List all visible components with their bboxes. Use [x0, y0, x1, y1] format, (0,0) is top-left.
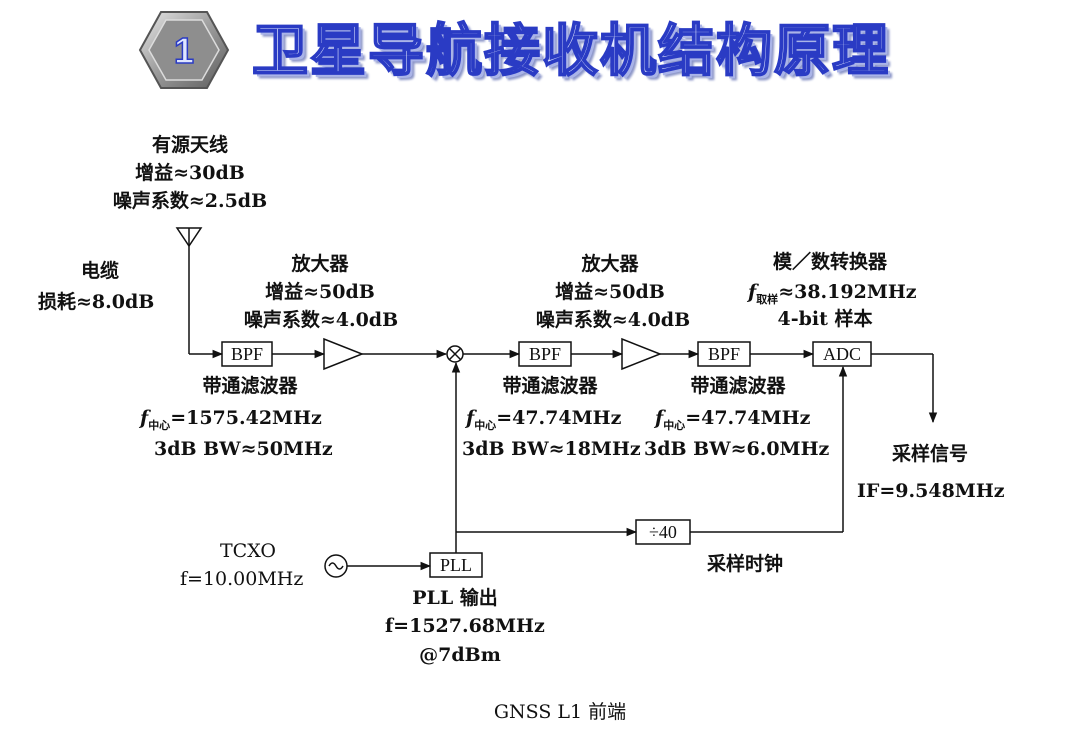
adc-label: ADC [822, 344, 861, 364]
bpf1-label: BPF [230, 344, 264, 364]
hexagon-badge-icon: 1 [138, 11, 230, 89]
antenna-noise-figure: 噪声系数≈2.5dB [112, 190, 268, 212]
pll-freq: f=1527.68MHz [385, 615, 545, 637]
figure-caption: GNSS L1 前端 [493, 701, 627, 723]
amplifier1-icon [323, 337, 365, 371]
mixer-icon [446, 345, 464, 363]
output-name: 采样信号 [891, 443, 968, 465]
bpf2-center-freq: f中心=47.74MHz [466, 407, 622, 432]
bpf3-name: 带通滤波器 [690, 375, 786, 397]
bpf3-bandwidth: 3dB BW≈6.0MHz [644, 438, 830, 460]
bpf2-name: 带通滤波器 [502, 375, 598, 397]
badge-number: 1 [174, 30, 194, 71]
amp2-name: 放大器 [581, 253, 639, 275]
cable-name: 电缆 [80, 260, 119, 282]
antenna-name: 有源天线 [151, 134, 228, 156]
bpf1-name: 带通滤波器 [202, 375, 298, 397]
adc-sample-rate: f取样≈38.192MHz [748, 281, 917, 306]
amp1-name: 放大器 [291, 253, 349, 275]
tcxo-name: TCXO [220, 540, 276, 562]
divider-label: ÷40 [649, 522, 677, 542]
adc-bits: 4-bit 样本 [777, 308, 873, 330]
amp1-noise-figure: 噪声系数≈4.0dB [243, 309, 399, 331]
sampling-clock-label: 采样时钟 [706, 553, 783, 575]
output-if: IF=9.548MHz [857, 480, 1005, 502]
bpf2-label: BPF [528, 344, 562, 364]
amp2-gain: 增益≈50dB [555, 281, 665, 303]
cable-loss: 损耗≈8.0dB [38, 291, 155, 313]
amp1-gain: 增益≈50dB [265, 281, 375, 303]
bpf3-label: BPF [707, 344, 741, 364]
amplifier2-icon [621, 337, 663, 371]
tcxo-freq: f=10.00MHz [180, 568, 304, 590]
pll-label: PLL [439, 555, 472, 575]
bpf2-bandwidth: 3dB BW≈18MHz [462, 438, 641, 460]
pll-name: PLL 输出 [412, 587, 498, 609]
bpf1-bandwidth: 3dB BW≈50MHz [154, 438, 333, 460]
antenna-icon [175, 227, 203, 248]
bpf3-center-freq: f中心=47.74MHz [655, 407, 811, 432]
oscillator-icon [324, 554, 348, 578]
amp2-noise-figure: 噪声系数≈4.0dB [535, 309, 691, 331]
pll-power: @7dBm [419, 644, 501, 666]
page-title: 卫星导航接收机结构原理 [251, 18, 890, 85]
title-bar: 1 卫星导航接收机结构原理 [0, 0, 1080, 90]
adc-name: 模／数转换器 [772, 251, 887, 273]
antenna-gain: 增益≈30dB [135, 162, 245, 184]
bpf1-center-freq: f中心=1575.42MHz [140, 407, 322, 432]
